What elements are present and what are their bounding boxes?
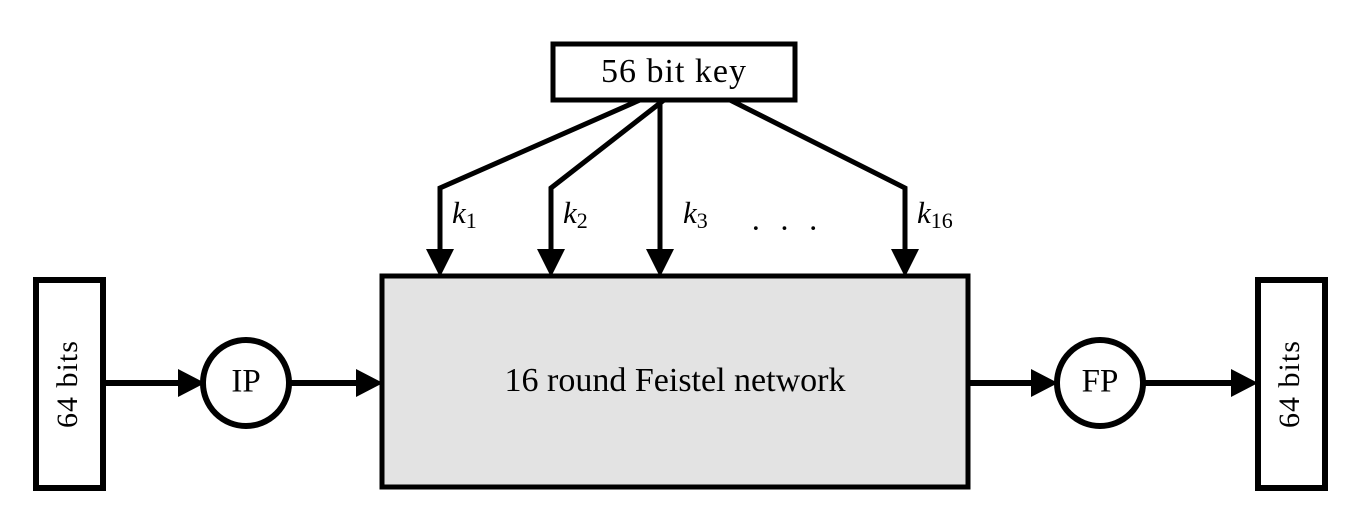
input-block[interactable]: 64 bits xyxy=(33,277,106,491)
key-block-label: 56 bit key xyxy=(601,53,747,90)
key-arrowhead-k16 xyxy=(891,249,919,277)
feistel-block-label: 16 round Feistel network xyxy=(505,362,846,399)
final-permutation-node[interactable]: FP xyxy=(1054,337,1146,429)
final-permutation-label: FP xyxy=(1082,364,1119,400)
initial-permutation-circle xyxy=(200,337,292,429)
round-key-subscript-k3: 3 xyxy=(697,208,708,233)
final-permutation-circle xyxy=(1054,337,1146,429)
output-block-rect xyxy=(1255,277,1328,491)
key-line-k16 xyxy=(728,97,908,262)
output-block-label: 64 bits xyxy=(1273,340,1306,428)
key-arrowhead-k3 xyxy=(646,249,674,277)
flow-arrowhead-input-to-ip xyxy=(178,369,205,397)
input-block-label: 64 bits xyxy=(51,340,84,428)
flow-arrowhead-feistel-to-fp xyxy=(1031,369,1058,397)
round-key-label-k2: k2 xyxy=(563,195,588,233)
round-key-labels: k1 k2 k3 k16 xyxy=(452,195,953,233)
round-keys-ellipsis: · · · xyxy=(751,209,824,245)
key-line-k1 xyxy=(437,97,642,262)
key-block[interactable]: 56 bit key xyxy=(550,41,798,103)
initial-permutation-label: IP xyxy=(231,364,260,400)
flow-arrows xyxy=(103,369,1258,397)
input-block-rect xyxy=(33,277,106,491)
round-key-label-k1: k1 xyxy=(452,195,477,233)
key-block-rect xyxy=(550,41,798,103)
round-key-subscript-k16: 16 xyxy=(931,208,953,233)
round-key-subscript-k2: 2 xyxy=(577,208,588,233)
round-key-subscript-k1: 1 xyxy=(466,208,477,233)
key-line-k2 xyxy=(548,98,666,262)
feistel-block-rect xyxy=(379,273,971,490)
output-block[interactable]: 64 bits xyxy=(1255,277,1328,491)
flow-arrowhead-ip-to-feistel xyxy=(356,369,383,397)
initial-permutation-node[interactable]: IP xyxy=(200,337,292,429)
key-arrowhead-k1 xyxy=(426,249,454,277)
key-arrowheads xyxy=(426,249,919,277)
key-fanout-lines xyxy=(437,97,908,262)
round-key-label-k3: k3 xyxy=(683,195,708,233)
round-key-label-k16: k16 xyxy=(917,195,953,233)
feistel-block[interactable]: 16 round Feistel network xyxy=(379,273,971,490)
flow-arrowhead-fp-to-output xyxy=(1231,369,1258,397)
key-arrowhead-k2 xyxy=(537,249,565,277)
